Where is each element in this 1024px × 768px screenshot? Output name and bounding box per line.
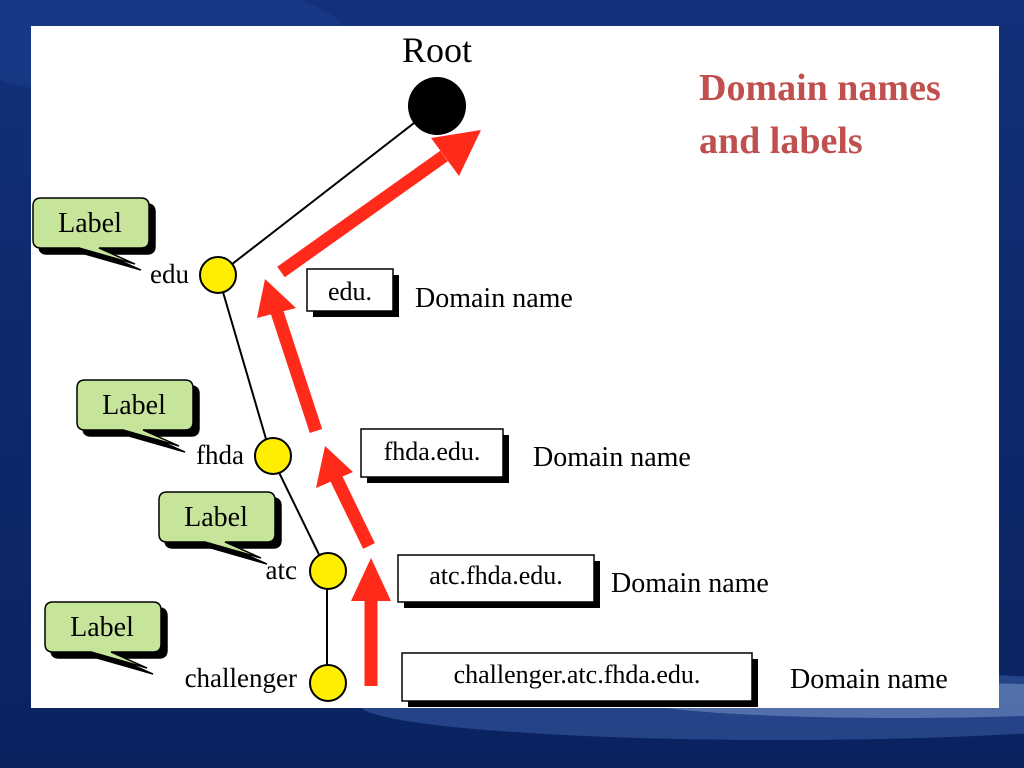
node-fhda xyxy=(254,437,292,475)
domain-box-challenger: challenger.atc.fhda.edu. xyxy=(401,652,758,707)
node-name-atc: atc xyxy=(266,555,297,585)
label-callout-challenger: Label xyxy=(44,601,162,669)
tree-nodes xyxy=(199,256,347,702)
node-name-fhda: fhda xyxy=(196,440,244,470)
root-label: Root xyxy=(402,30,472,70)
tree-edges xyxy=(217,105,437,682)
title-line-2: and labels xyxy=(699,120,863,162)
label-callout-fhda: Label xyxy=(76,379,194,447)
edge-edu-fhda xyxy=(217,274,272,457)
edge-fhda-atc xyxy=(270,455,328,572)
arrow-challenger-to-atc xyxy=(351,558,391,686)
label-callout-atc: Label xyxy=(158,491,276,559)
domain-name-label-challenger: Domain name xyxy=(790,664,948,695)
label-callout-edu: Label xyxy=(32,197,150,265)
domain-name-label-edu: Domain name xyxy=(415,283,573,314)
arrow-atc-to-fhda xyxy=(316,446,375,549)
node-edu xyxy=(199,256,237,294)
domain-box-fhda: fhda.edu. xyxy=(360,428,509,483)
node-name-challenger: challenger xyxy=(185,663,297,693)
arrow-edu-to-root xyxy=(277,130,481,278)
domain-box-edu-text: edu. xyxy=(328,277,372,306)
node-challenger xyxy=(309,664,347,702)
slide-title: Domain names and labels xyxy=(699,62,1019,168)
domain-box-edu: edu. xyxy=(306,268,399,317)
label-callout-fhda-text: Label xyxy=(102,390,166,421)
arrow-fhda-to-edu xyxy=(257,279,323,434)
slide-canvas: Domain names and labels xyxy=(31,26,999,708)
label-callout-edu-text: Label xyxy=(58,208,122,239)
node-names: edu fhda atc challenger xyxy=(150,259,297,693)
domain-name-label-fhda: Domain name xyxy=(533,442,691,473)
domain-box-challenger-text: challenger.atc.fhda.edu. xyxy=(454,660,701,689)
root-node-circle xyxy=(408,77,466,135)
node-atc xyxy=(309,552,347,590)
title-line-1: Domain names xyxy=(699,67,941,109)
label-callout-atc-text: Label xyxy=(184,502,248,533)
node-name-edu: edu xyxy=(150,259,189,289)
dns-tree-diagram: Root edu fhda atc challenger Label Label xyxy=(32,30,948,707)
domain-box-fhda-text: fhda.edu. xyxy=(384,437,481,466)
red-arrows xyxy=(257,130,481,686)
domain-box-atc-text: atc.fhda.edu. xyxy=(429,561,563,590)
domain-box-atc: atc.fhda.edu. xyxy=(397,554,600,608)
root-node: Root xyxy=(402,30,472,135)
edge-root-edu xyxy=(217,105,437,276)
domain-name-label-atc: Domain name xyxy=(611,568,769,599)
label-callout-challenger-text: Label xyxy=(70,612,134,643)
